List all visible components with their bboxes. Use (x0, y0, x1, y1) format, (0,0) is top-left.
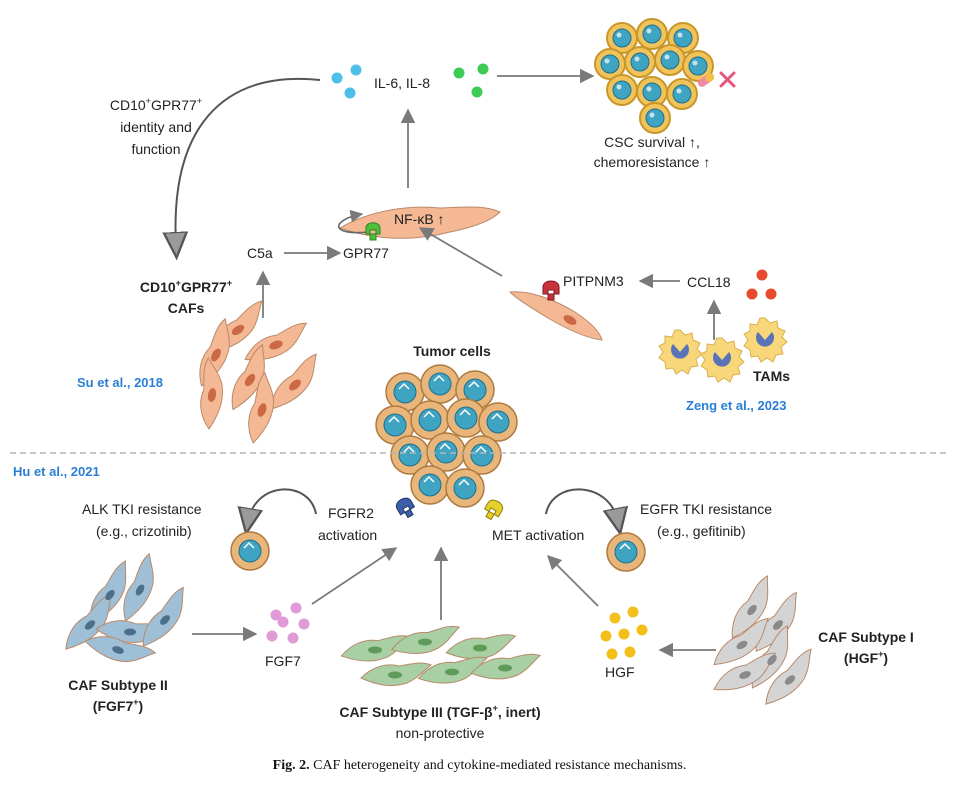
met-activation-label: MET activation (492, 527, 584, 543)
arrow-hgf-to-met (546, 554, 599, 607)
gpr77-receptor-icon (365, 222, 381, 241)
autocrine-loop-arrow (337, 209, 369, 234)
citation-hu: Hu et al., 2021 (13, 464, 100, 479)
fgfr2-label-line2: activation (318, 527, 377, 543)
cd10-caf-cells (188, 299, 330, 447)
fgf7-label: FGF7 (265, 653, 301, 669)
caf-subtype-i-label-line1: CAF Subtype I (818, 629, 914, 645)
caption-text: CAF heterogeneity and cytokine-mediated … (313, 758, 687, 773)
egfr-label-line1: EGFR TKI resistance (640, 501, 772, 517)
il6-il8-label: IL-6, IL-8 (374, 75, 430, 91)
caf-subtype-iii-label-line2: non-protective (396, 725, 485, 741)
tams-label: TAMs (753, 368, 790, 384)
caf-subtype-ii-label-line2: (FGF7+) (93, 697, 143, 714)
alk-label-line1: ALK TKI resistance (82, 501, 202, 517)
tumor-cells-label: Tumor cells (413, 343, 491, 359)
identity-label-line1: CD10+GPR77+ (110, 96, 202, 113)
caption-label: Fig. 2. (272, 758, 310, 773)
ccl18-label: CCL18 (687, 274, 731, 290)
c5a-label: C5a (247, 245, 273, 261)
egfr-resistant-cell (606, 532, 646, 572)
csc-label-line2: chemoresistance ↑ (594, 154, 711, 170)
caf-subtype-ii-nuclei (84, 584, 170, 654)
feedback-curve-arrow (176, 77, 321, 246)
pitpnm3-fibroblast (508, 291, 603, 341)
cd10-caf-nuclei (207, 324, 301, 417)
caf-subtype-i-label-line2: (HGF+) (844, 649, 888, 666)
egfr-label-line2: (e.g., gefitinib) (657, 523, 746, 539)
alk-resistant-cell (230, 531, 270, 571)
caf-subtype-ii-cells (55, 552, 199, 673)
csc-label-line1: CSC survival ↑, (604, 134, 700, 150)
ccl18-dots (746, 269, 777, 300)
pill-icon (697, 73, 715, 87)
gpr77-label: GPR77 (343, 245, 389, 261)
cd10-cafs-label-line2: CAFs (168, 300, 205, 316)
fgfr2-receptor-icon (395, 497, 416, 519)
fgfr2-label-line1: FGFR2 (328, 505, 374, 521)
caf-subtype-i-cells (706, 574, 825, 711)
arrow-pitpnm3-to-nfkb (418, 227, 503, 277)
pitpnm3-receptor-icon (542, 280, 560, 301)
nfkb-label: NF-κB ↑ (394, 211, 445, 227)
figure-caption: Fig. 2. CAF heterogeneity and cytokine-m… (0, 758, 959, 774)
identity-label-line3: function (131, 141, 180, 157)
hgf-label: HGF (605, 664, 635, 680)
identity-label-line2: identity and (120, 119, 192, 135)
citation-zeng: Zeng et al., 2023 (686, 398, 786, 413)
tumor-cell-cluster (375, 364, 518, 508)
caf-subtype-iii-cells (339, 624, 543, 687)
caf-subtype-iii-label-line1: CAF Subtype III (TGF-β+, inert) (339, 703, 540, 720)
caf-subtype-ii-label-line1: CAF Subtype II (68, 677, 168, 693)
egfr-feedback-arrow (545, 488, 618, 522)
caf-subtype-iii-nuclei (368, 638, 512, 679)
il6-dots (331, 64, 362, 99)
fgf7-dots (266, 602, 310, 644)
pitpnm3-label: PITPNM3 (563, 273, 624, 289)
cd10-cafs-label-line1: CD10+GPR77+ (140, 278, 232, 295)
cross-icon (719, 71, 736, 88)
hgf-dots (600, 606, 648, 660)
met-receptor-icon (483, 499, 504, 521)
alk-label-line2: (e.g., crizotinib) (96, 523, 192, 539)
alk-feedback-arrow (248, 488, 317, 522)
csc-cluster (594, 18, 714, 134)
citation-su: Su et al., 2018 (77, 375, 163, 390)
caf-subtype-i-nuclei (736, 604, 796, 685)
il8-dots (453, 63, 489, 98)
arrow-fgf7-to-fgfr2 (311, 547, 398, 605)
